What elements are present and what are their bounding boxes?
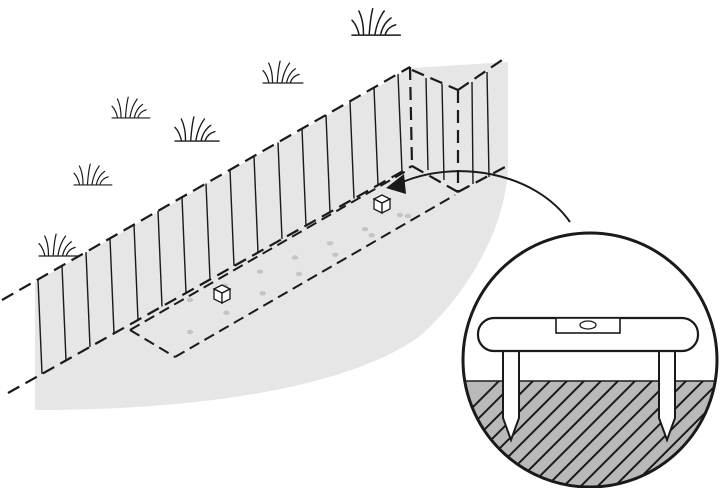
detail-callout [461, 231, 719, 488]
grass-tuft-icon [111, 96, 151, 119]
fence-post [301, 128, 307, 226]
fence-post [425, 77, 429, 171]
peg-dot [396, 212, 404, 218]
peg-dot [256, 269, 264, 274]
peg-dot [404, 213, 412, 219]
fence-post [373, 87, 379, 186]
peg-dot [361, 226, 369, 232]
peg-dot [259, 291, 266, 296]
trench-outline [129, 169, 456, 358]
fence-post [253, 156, 259, 253]
callout-arc [397, 170, 571, 223]
peg-dot [332, 252, 339, 257]
peg-dot [291, 255, 299, 260]
fence-post [397, 73, 403, 172]
fence-post [181, 197, 187, 294]
fence-post [349, 101, 355, 199]
fence-post [157, 210, 163, 307]
grass-tufts [38, 7, 402, 257]
peg-dot [368, 233, 375, 238]
fence-post [133, 224, 139, 320]
fence-post [441, 83, 445, 181]
level-bubble-icon [579, 320, 597, 330]
fence-posts [37, 71, 490, 374]
fence-post [85, 251, 91, 347]
stake-marker-lower [212, 284, 232, 305]
detail-lens-border [461, 231, 719, 488]
stake-right [658, 349, 676, 443]
fence-post [109, 238, 115, 334]
soil-section [463, 381, 717, 487]
grass-tuft-icon [73, 163, 113, 186]
fence-post [229, 169, 235, 267]
peg-dot [326, 241, 334, 246]
fence-post [325, 114, 331, 213]
stake-left [502, 349, 520, 443]
grass-tuft-icon [38, 233, 80, 257]
peg-dot [186, 329, 194, 335]
fence-post [37, 279, 43, 374]
fence-post [205, 183, 211, 280]
fence-post [277, 142, 283, 240]
peg-dot [295, 271, 303, 277]
slope-ground-shading [35, 62, 508, 410]
fence-post [61, 265, 67, 361]
fence-dashed-lines [1, 57, 508, 394]
peg-dot [186, 297, 194, 303]
grass-tuft-icon [174, 116, 220, 142]
callout-arrowhead-icon [386, 174, 406, 194]
grass-tuft-icon [351, 7, 402, 36]
stake-marker-upper [372, 194, 392, 215]
grass-tuft-icon [262, 60, 304, 84]
fence-post [471, 81, 474, 185]
fence-post [486, 71, 490, 178]
peg-dot [223, 310, 230, 315]
